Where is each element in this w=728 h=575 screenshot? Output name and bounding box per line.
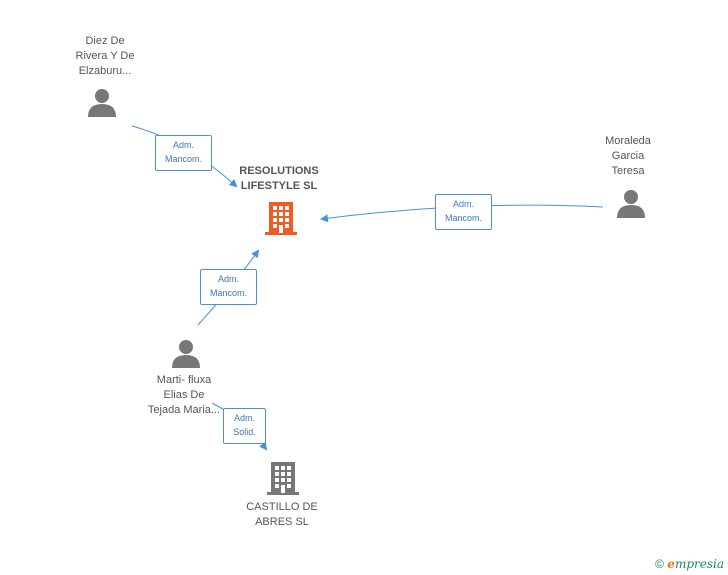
edge-label-marti-center-line2: Mancom.	[209, 288, 247, 298]
edge-label-moraleda-line2: Mancom.	[444, 213, 482, 223]
edge-label-diez[interactable]: Adm. Mancom.	[155, 135, 212, 171]
copyright-symbol: ©	[655, 557, 664, 571]
person-marti-line2: Elias De	[163, 389, 205, 401]
building-icon[interactable]	[267, 460, 299, 496]
building-icon[interactable]	[265, 200, 297, 236]
person-moraleda-label[interactable]: Moraleda Garcia Teresa	[583, 134, 673, 179]
edge-label-diez-line2: Mancom.	[164, 154, 202, 164]
center-company-name-line2: LIFESTYLE SL	[240, 180, 318, 192]
empresia-logo: empresia	[667, 557, 724, 571]
person-icon[interactable]	[172, 339, 200, 369]
company-castillo-line2: ABRES SL	[255, 516, 309, 528]
person-marti-label[interactable]: Marti- fluxa Elias De Tejada Maria...	[134, 373, 234, 418]
center-company-name-line1: RESOLUTIONS	[239, 165, 319, 177]
edge-label-diez-line1: Adm.	[172, 140, 194, 150]
copyright-footer: © empresia	[655, 557, 724, 571]
company-castillo-line1: CASTILLO DE	[246, 501, 318, 513]
person-icon[interactable]	[88, 88, 116, 118]
edge-label-marti-castillo-line1: Adm.	[233, 413, 255, 423]
empresia-logo-rest: mpresia	[674, 557, 724, 571]
person-diez-line2: Rivera Y De	[75, 50, 135, 62]
person-moraleda-line2: Garcia	[611, 150, 645, 162]
person-moraleda-line3: Teresa	[611, 165, 645, 177]
edge-label-moraleda[interactable]: Adm. Mancom.	[435, 194, 492, 230]
company-castillo-label[interactable]: CASTILLO DE ABRES SL	[232, 500, 332, 530]
person-marti-line1: Marti- fluxa	[156, 374, 212, 386]
edge-label-moraleda-line1: Adm.	[452, 199, 474, 209]
person-moraleda-line1: Moraleda	[605, 135, 651, 147]
edge-label-marti-castillo-line2: Solid.	[233, 427, 256, 437]
edge-label-marti-center[interactable]: Adm. Mancom.	[200, 269, 257, 305]
edge-label-marti-center-line1: Adm.	[217, 274, 239, 284]
person-marti-line3: Tejada Maria...	[147, 404, 221, 416]
person-icon[interactable]	[617, 189, 645, 219]
person-diez-line3: Elzaburu...	[78, 65, 132, 77]
person-diez-label[interactable]: Diez De Rivera Y De Elzaburu...	[55, 34, 155, 79]
center-company-label[interactable]: RESOLUTIONS LIFESTYLE SL	[224, 164, 334, 194]
empresia-logo-e: e	[667, 557, 675, 571]
person-diez-line1: Diez De	[85, 35, 125, 47]
edge-label-marti-castillo[interactable]: Adm. Solid.	[223, 408, 266, 444]
